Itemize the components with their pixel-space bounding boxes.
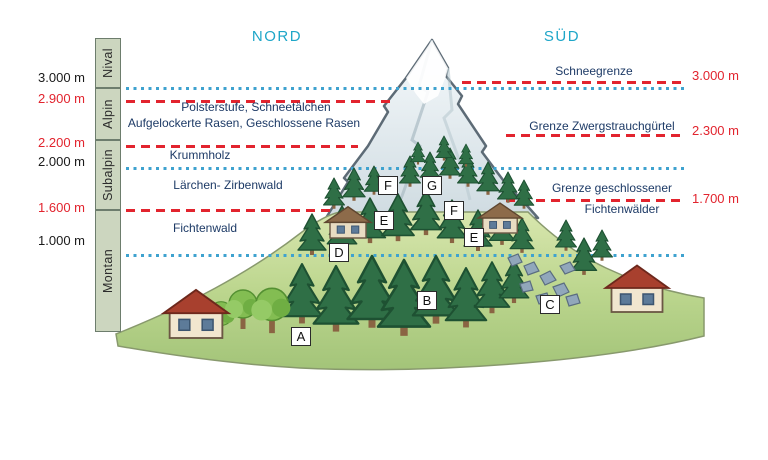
zone-nival: Nival	[95, 38, 121, 88]
altitude-left-2200m: 2.200 m	[38, 135, 85, 150]
house-north-valley	[162, 289, 230, 339]
reference-line-blue-2000m	[126, 167, 684, 170]
forest-line-south-red-1700m	[506, 199, 684, 202]
snowline-south-red-3000m	[462, 81, 684, 84]
altitude-left-1000m: 1.000 m	[38, 233, 85, 248]
label-krummholz: Krummholz	[169, 148, 231, 162]
zone-nival-label: Nival	[101, 48, 116, 78]
marker-G: G	[422, 176, 442, 195]
house-south-valley	[604, 264, 670, 313]
reference-line-blue-1000m	[126, 254, 684, 257]
label-polsterstufe: Polsterstufe, Schneetälchen	[181, 100, 331, 114]
marker-E-right: E	[464, 228, 484, 247]
label-grenze-geschlossener: Grenze geschlossener	[551, 181, 673, 195]
altitude-right-3000m: 3.000 m	[692, 68, 739, 83]
altitude-right-2300m: 2.300 m	[692, 123, 739, 138]
label-rasen: Aufgelockerte Rasen, Geschlossene Rasen	[127, 116, 361, 130]
label-fichtenwald: Fichtenwald	[172, 221, 238, 235]
label-zwergstrauchguertel: Grenze Zwergstrauchgürtel	[529, 119, 675, 133]
marker-B: B	[417, 291, 437, 310]
marker-C: C	[540, 295, 560, 314]
marker-F-lower: F	[444, 201, 464, 220]
hut-south-slope	[477, 202, 523, 234]
orientation-north: NORD	[251, 28, 303, 45]
altitude-left-2000m: 2.000 m	[38, 154, 85, 169]
label-laerchen-zirbenwald: Lärchen- Zirbenwald	[173, 178, 283, 192]
reference-line-blue-3000m	[126, 87, 684, 90]
zone-subalpin: Subalpin	[95, 140, 121, 210]
dwarf-shrub-line-north-red-2200m	[126, 145, 358, 148]
altitude-right-1700m: 1.700 m	[692, 191, 739, 206]
zone-alpin-label: Alpin	[101, 99, 116, 129]
altitude-left-3000m: 3.000 m	[38, 70, 85, 85]
marker-F-upper: F	[378, 176, 398, 195]
orientation-south: SÜD	[543, 28, 581, 45]
altitude-left-1600m: 1.600 m	[38, 200, 85, 215]
zone-subalpin-label: Subalpin	[101, 149, 116, 201]
marker-D: D	[329, 243, 349, 262]
marker-E-left: E	[374, 211, 394, 230]
zone-montan-label: Montan	[101, 248, 115, 294]
snowline-north-red-2900m	[126, 100, 394, 103]
label-fichtenwaelder: Fichtenwälder	[584, 202, 660, 216]
zone-alpin: Alpin	[95, 88, 121, 140]
rock-debris	[507, 253, 581, 307]
altitude-left-2900m: 2.900 m	[38, 91, 85, 106]
marker-A: A	[291, 327, 311, 346]
label-schneegrenze: Schneegrenze	[555, 64, 633, 78]
zone-montan: Montan	[95, 210, 121, 332]
dwarf-shrub-line-south-red-2300m	[506, 134, 684, 137]
forest-line-north-red-1600m	[126, 209, 336, 212]
